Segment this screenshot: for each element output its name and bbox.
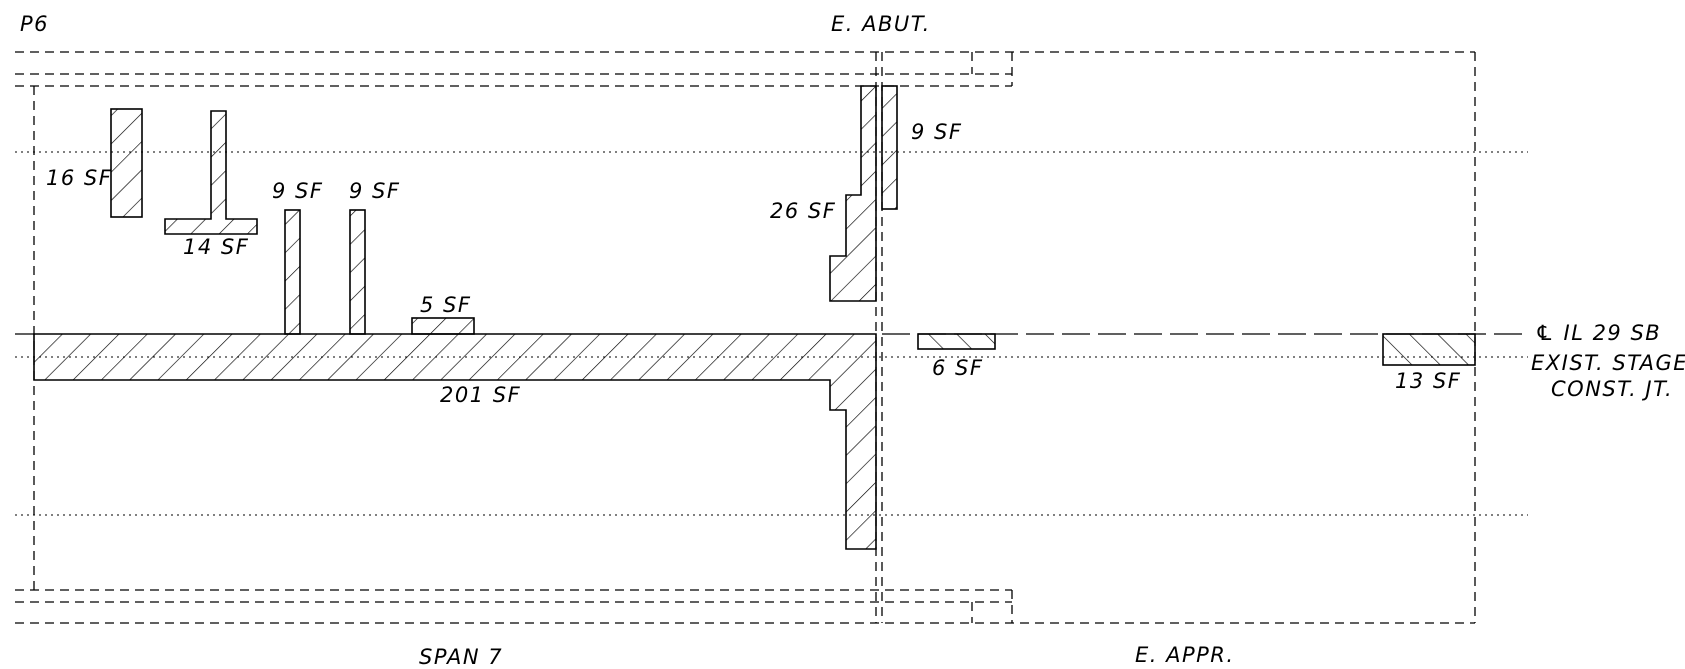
area-label-5sf: 5 SF: [420, 293, 471, 317]
pier-label: P6: [20, 12, 49, 36]
area-label-9sf-b: 9 SF: [349, 179, 400, 203]
area-label-9sf-c: 9 SF: [911, 120, 962, 144]
area-label-6sf: 6 SF: [932, 356, 983, 380]
area-label-13sf: 13 SF: [1395, 369, 1461, 393]
joint-label-line1: EXIST. STAGE: [1531, 351, 1685, 375]
repair-area-5sf: [411, 317, 475, 335]
span-label: SPAN 7: [419, 645, 503, 669]
repair-area-9sf-b: [349, 209, 366, 335]
area-label-201sf: 201 SF: [440, 383, 521, 407]
repair-area-201sf: [33, 333, 877, 550]
repair-area-9sf-c: [881, 85, 898, 210]
repair-area-26sf: [829, 85, 877, 302]
area-label-16sf: 16 SF: [46, 166, 112, 190]
area-label-26sf: 26 SF: [770, 199, 836, 223]
joint-label-line2: CONST. JT.: [1551, 377, 1673, 401]
repair-area-9sf-a: [284, 209, 301, 335]
repair-area-14sf: [164, 110, 258, 235]
repair-area-6sf: [917, 333, 996, 350]
area-label-9sf-a: 9 SF: [272, 179, 323, 203]
centerline-label: ℄ IL 29 SB: [1535, 321, 1661, 345]
repair-area-13sf: [1382, 333, 1476, 366]
repair-area-16sf: [110, 108, 143, 218]
area-label-14sf: 14 SF: [183, 235, 249, 259]
approach-label: E. APPR.: [1135, 643, 1235, 667]
abutment-label: E. ABUT.: [831, 12, 931, 36]
deck-outline-bottom: [15, 589, 1475, 624]
